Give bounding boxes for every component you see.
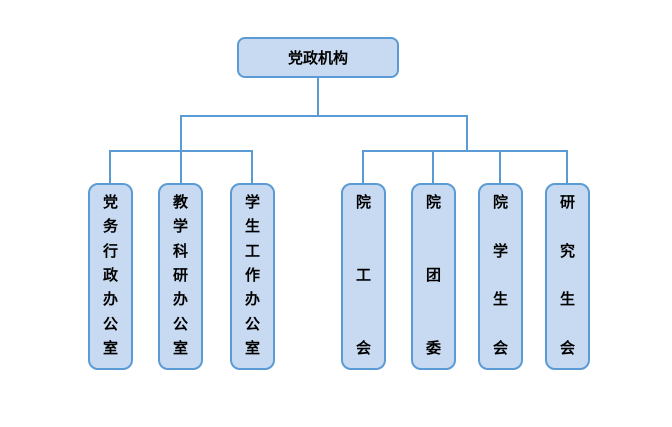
node-label-char: 科	[172, 242, 188, 260]
node-student-work-office: 学生工作办公室	[230, 183, 275, 370]
connector-main-horizontal	[180, 115, 468, 117]
connector-left-branch-vertical	[180, 115, 182, 183]
connector-drop-left-1	[109, 150, 111, 183]
connector-left-horizontal	[109, 150, 253, 152]
node-label-char: 院	[425, 194, 441, 211]
node-label-char: 究	[559, 242, 575, 260]
node-label-char: 公	[172, 315, 188, 333]
node-label-char: 办	[172, 291, 188, 309]
node-label-char: 公	[102, 315, 118, 333]
connector-drop-right-1	[362, 150, 364, 183]
node-label-char: 生	[492, 291, 508, 309]
connector-drop-right-2	[432, 150, 434, 183]
node-party-affairs-admin-office: 党务行政办公室	[88, 183, 133, 370]
node-label-char: 行	[102, 242, 118, 260]
node-label-char: 党	[102, 194, 118, 211]
node-label-char: 务	[102, 218, 118, 236]
node-institute-youth-league: 院团委	[411, 183, 456, 370]
connector-drop-left-3	[251, 150, 253, 183]
node-label-char: 室	[244, 339, 260, 357]
node-label-char: 学	[172, 218, 188, 236]
node-label-char: 会	[492, 339, 508, 357]
node-institute-labor-union: 院工会	[341, 183, 386, 370]
node-label-char: 院	[355, 194, 371, 211]
node-label-char: 室	[172, 339, 188, 357]
node-teaching-research-office: 教学科研办公室	[158, 183, 203, 370]
node-label-char: 学	[244, 194, 260, 211]
connector-drop-right-4	[566, 150, 568, 183]
node-graduate-student-assoc: 研究生会	[545, 183, 590, 370]
node-label-char: 工	[355, 267, 371, 284]
node-label-char: 作	[244, 266, 260, 284]
node-label-char: 团	[425, 267, 441, 284]
node-institute-student-union: 院学生会	[478, 183, 523, 370]
connector-right-branch-vertical	[466, 115, 468, 150]
node-label-char: 工	[244, 242, 260, 260]
node-label-char: 会	[559, 339, 575, 357]
connector-right-horizontal	[362, 150, 568, 152]
node-label-char: 教	[172, 194, 188, 211]
node-label: 党政机构	[287, 50, 348, 67]
connector-root-vertical	[317, 78, 319, 115]
node-label-char: 会	[355, 340, 371, 357]
connector-drop-right-3	[499, 150, 501, 183]
node-label-char: 办	[244, 291, 260, 309]
node-party-gov-org: 党政机构	[237, 37, 399, 78]
node-label-char: 室	[102, 339, 118, 357]
node-label-char: 政	[102, 266, 118, 284]
node-label-char: 研	[172, 266, 188, 284]
node-label-char: 办	[102, 291, 118, 309]
node-label-char: 院	[492, 194, 508, 211]
node-label-char: 委	[425, 340, 441, 357]
node-label-char: 公	[244, 315, 260, 333]
node-label-char: 学	[492, 242, 508, 260]
node-label-char: 生	[559, 291, 575, 309]
node-label-char: 研	[559, 194, 575, 211]
node-label-char: 生	[244, 218, 260, 236]
